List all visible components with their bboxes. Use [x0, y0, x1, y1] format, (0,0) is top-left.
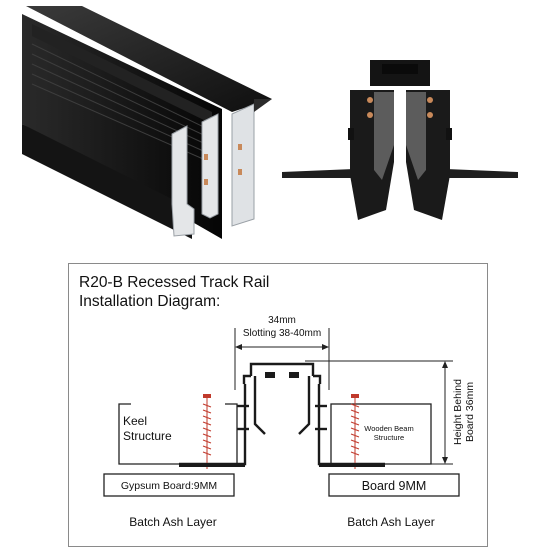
gypsum-board-label: Gypsum Board:9MM	[121, 480, 217, 492]
batch-ash-label-right: Batch Ash Layer	[347, 515, 434, 529]
board-label: Board 9MM	[362, 479, 427, 493]
wooden-beam-label-line1: Wooden Beam	[364, 424, 413, 433]
batch-ash-label-left: Batch Ash Layer	[129, 515, 216, 529]
keel-label-line1: Keel	[123, 414, 147, 428]
installation-diagram: R20-B Recessed Track Rail Installation D…	[68, 263, 488, 547]
width-dimension-label: 34mm	[268, 315, 296, 326]
slotting-dimension-label: Slotting 38-40mm	[243, 328, 321, 339]
diagram-subtitle: Installation Diagram:	[79, 293, 221, 310]
wooden-beam-label-line2: Structure	[374, 433, 404, 442]
track-rail-perspective-photo	[22, 4, 274, 244]
diagram-title: R20-B Recessed Track Rail	[79, 274, 270, 291]
keel-label-line2: Structure	[123, 429, 172, 443]
height-label-line1: Height Behind	[452, 379, 464, 445]
track-rail-end-view-photo	[278, 50, 522, 235]
height-label-line2: Board 36mm	[464, 382, 476, 442]
